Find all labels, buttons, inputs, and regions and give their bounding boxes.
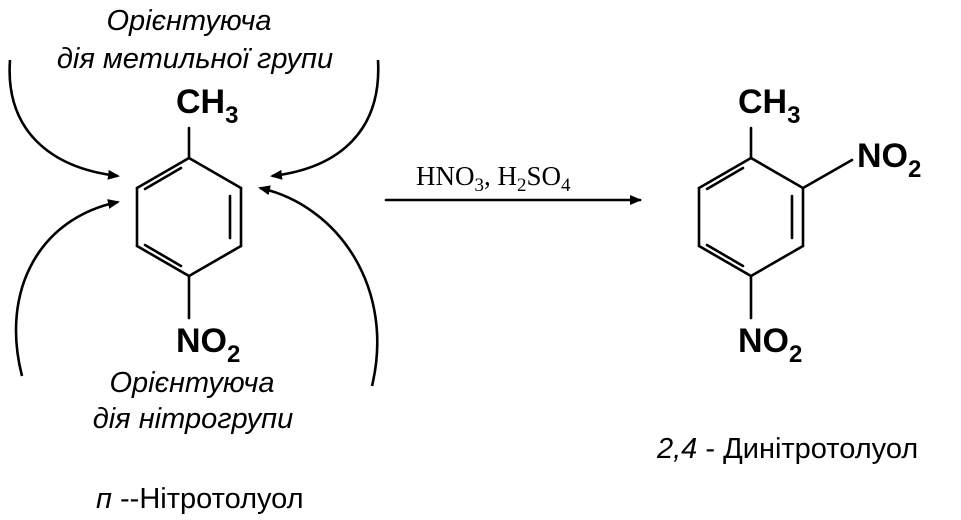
methyl-orienting-arrow-right xyxy=(270,59,380,180)
right-compound-name: 2,4 - Динітротолуол xyxy=(656,433,918,465)
methyl-orienting-caption-line1: Орієнтуюча xyxy=(106,5,271,37)
right-ortho-nitro-group: NO2 xyxy=(857,137,921,183)
right-molecule: CH3 NO2 NO2 2,4 - Динітротолуол xyxy=(656,83,921,465)
right-ortho-nitro-bond xyxy=(801,158,854,190)
methyl-orienting-arrow-left xyxy=(8,59,120,180)
reaction-reagents: HNO3, H2SO4 xyxy=(416,161,571,196)
left-molecule: CH3 NO2 Орієнтуюча дія метильної групи О… xyxy=(8,5,380,515)
left-compound-name: п --Нітротолуол xyxy=(96,483,304,515)
left-benzene-ring xyxy=(135,156,243,278)
left-nitro-group: NO2 xyxy=(176,322,240,368)
nitro-orienting-caption-line1: Орієнтуюча xyxy=(109,367,274,399)
methyl-orienting-caption-line2: дія метильної групи xyxy=(57,43,333,75)
nitro-orienting-arrow-right xyxy=(258,185,379,387)
right-benzene-ring xyxy=(697,156,805,278)
left-methyl-group: CH3 xyxy=(176,83,238,129)
reaction-arrow: HNO3, H2SO4 xyxy=(384,161,642,205)
nitro-orienting-caption-line2: дія нітрогрупи xyxy=(93,403,294,435)
right-methyl-group: CH3 xyxy=(738,83,800,129)
nitro-orienting-arrow-left xyxy=(14,199,120,377)
right-para-nitro-group: NO2 xyxy=(738,322,802,368)
